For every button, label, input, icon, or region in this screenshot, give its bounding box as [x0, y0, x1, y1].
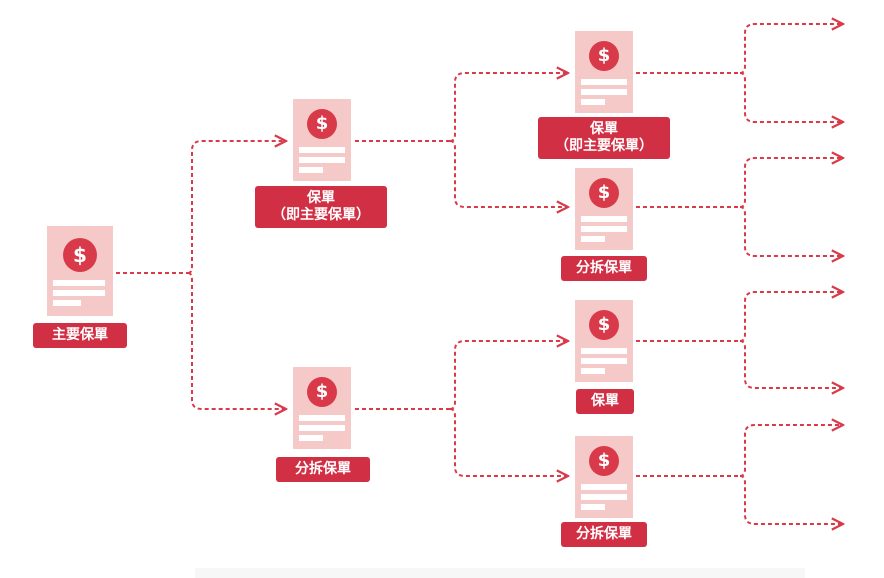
- policy-label-l2-c: 保單: [576, 389, 634, 414]
- connector-main-bottom: [187, 272, 286, 409]
- document-line: [53, 280, 105, 286]
- document-line: [299, 425, 345, 431]
- document-line: [299, 147, 345, 153]
- document-line: [299, 167, 323, 173]
- dollar-icon: $: [589, 178, 619, 208]
- connector-main-top: [187, 141, 286, 274]
- connector-l1top-a: [449, 73, 568, 142]
- dollar-icon: $: [63, 238, 97, 272]
- connector-l1bottom-d: [449, 408, 568, 476]
- split-policy-document-l2-b: $: [575, 168, 633, 250]
- policy-label-l2-a: 保單 （即主要保單）: [538, 117, 670, 159]
- dollar-icon: $: [589, 310, 619, 340]
- connector-l1bottom-c: [449, 341, 568, 410]
- dollar-icon: $: [589, 446, 619, 476]
- connector-l2c-up: [739, 292, 843, 342]
- document-line: [581, 504, 605, 510]
- document-line: [581, 216, 627, 222]
- document-line: [581, 226, 627, 232]
- policy-document-l1-top: $: [293, 99, 351, 181]
- document-line: [299, 435, 323, 441]
- document-line: [581, 236, 605, 242]
- document-line: [53, 290, 105, 296]
- document-line: [299, 415, 345, 421]
- document-line: [581, 494, 627, 500]
- document-line: [581, 484, 627, 490]
- policy-document-l2-a: $: [575, 31, 633, 113]
- split-policy-label-l1-bottom: 分拆保單: [276, 457, 370, 482]
- main-policy-label: 主要保單: [33, 323, 127, 348]
- dollar-icon: $: [589, 41, 619, 71]
- connector-l2d-up: [739, 425, 843, 477]
- document-line: [581, 368, 605, 374]
- document-line: [581, 79, 627, 85]
- connector-l2a-up: [739, 24, 843, 74]
- connector-l2b-down: [739, 206, 843, 256]
- policy-document-l2-c: $: [575, 300, 633, 382]
- document-line: [299, 157, 345, 163]
- document-line: [581, 348, 627, 354]
- footer-strip: [195, 568, 805, 578]
- dollar-icon: $: [307, 377, 337, 407]
- split-policy-document-l1-bottom: $: [293, 367, 351, 449]
- split-policy-label-l2-b: 分拆保單: [561, 256, 647, 281]
- main-policy-document: $: [47, 226, 113, 316]
- document-line: [581, 358, 627, 364]
- policy-label-l1-top: 保單 （即主要保單）: [255, 186, 387, 228]
- connector-l2c-down: [739, 340, 843, 388]
- document-line: [581, 89, 627, 95]
- connector-l2d-down: [739, 475, 843, 524]
- dollar-icon: $: [307, 109, 337, 139]
- split-policy-document-l2-d: $: [575, 436, 633, 518]
- document-line: [581, 99, 605, 105]
- connector-l2a-down: [739, 72, 843, 122]
- split-policy-label-l2-d: 分拆保單: [561, 522, 647, 547]
- connector-l1top-b: [449, 140, 568, 207]
- document-line: [53, 300, 81, 306]
- connector-l2b-up: [739, 158, 843, 208]
